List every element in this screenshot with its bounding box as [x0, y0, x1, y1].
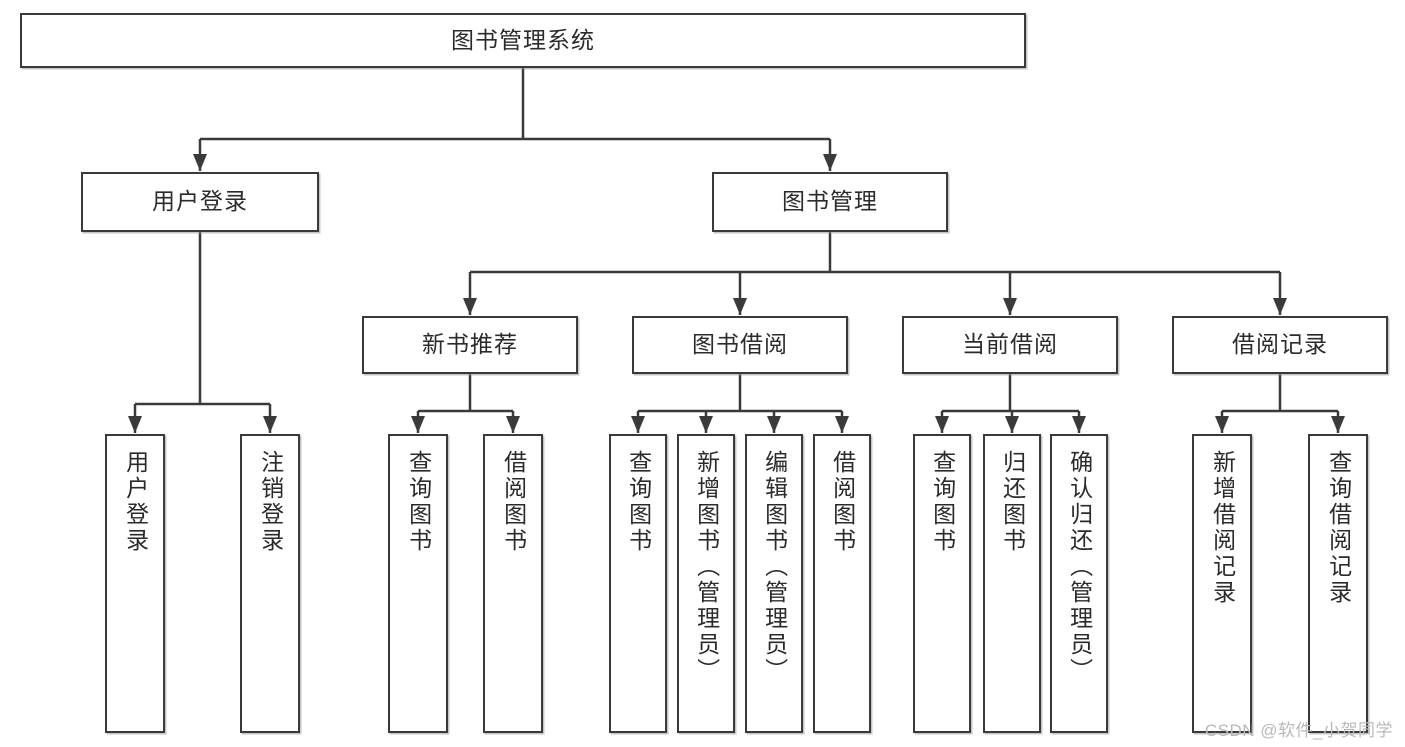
node-leaf-query-book-2[interactable]: 查询图书 [609, 434, 667, 733]
node-user-login[interactable]: 用户登录 [81, 172, 319, 232]
csdn-watermark: CSDN @软件_小贺同学 [1204, 721, 1393, 740]
node-leaf-user-login[interactable]: 用户登录 [105, 434, 165, 733]
node-current-borrow[interactable]: 当前借阅 [902, 316, 1118, 374]
node-leaf-edit-book-admin-label: 编辑图书（管理员） [761, 450, 788, 684]
node-new-book-recommend-label: 新书推荐 [422, 331, 518, 358]
node-borrow-record[interactable]: 借阅记录 [1172, 316, 1388, 374]
node-book-manage[interactable]: 图书管理 [712, 172, 948, 232]
node-leaf-query-book-1-label: 查询图书 [405, 450, 432, 554]
node-leaf-return-book-label: 归还图书 [999, 450, 1026, 554]
node-leaf-borrow-book-2-label: 借阅图书 [829, 450, 856, 554]
node-leaf-edit-book-admin[interactable]: 编辑图书（管理员） [745, 434, 803, 733]
node-new-book-recommend[interactable]: 新书推荐 [362, 316, 578, 374]
node-leaf-add-book-admin-label: 新增图书（管理员） [693, 450, 720, 684]
node-user-login-label: 用户登录 [152, 188, 248, 215]
node-leaf-add-borrow-record[interactable]: 新增借阅记录 [1192, 434, 1252, 733]
node-book-borrow[interactable]: 图书借阅 [632, 316, 848, 374]
node-leaf-user-login-label: 用户登录 [122, 450, 149, 554]
node-root-label: 图书管理系统 [451, 26, 595, 53]
node-leaf-query-book-2-label: 查询图书 [625, 450, 652, 554]
node-leaf-logout-login-label: 注销登录 [257, 450, 284, 554]
node-leaf-borrow-book-1-label: 借阅图书 [500, 450, 527, 554]
node-leaf-add-book-admin[interactable]: 新增图书（管理员） [677, 434, 735, 733]
node-leaf-borrow-book-2[interactable]: 借阅图书 [813, 434, 871, 733]
node-root[interactable]: 图书管理系统 [20, 13, 1026, 68]
node-leaf-confirm-return-admin-label: 确认归还（管理员） [1066, 450, 1093, 684]
node-leaf-query-borrow-record-label: 查询借阅记录 [1325, 450, 1352, 606]
node-current-borrow-label: 当前借阅 [962, 331, 1058, 358]
node-leaf-add-borrow-record-label: 新增借阅记录 [1209, 450, 1236, 606]
node-leaf-confirm-return-admin[interactable]: 确认归还（管理员） [1050, 434, 1108, 733]
node-leaf-query-book-1[interactable]: 查询图书 [388, 434, 448, 733]
node-leaf-query-book-3[interactable]: 查询图书 [913, 434, 971, 733]
node-leaf-query-book-3-label: 查询图书 [929, 450, 956, 554]
node-leaf-query-borrow-record[interactable]: 查询借阅记录 [1308, 434, 1368, 733]
node-leaf-borrow-book-1[interactable]: 借阅图书 [483, 434, 543, 733]
node-book-borrow-label: 图书借阅 [692, 331, 788, 358]
node-leaf-logout-login[interactable]: 注销登录 [240, 434, 300, 733]
node-borrow-record-label: 借阅记录 [1232, 331, 1328, 358]
node-leaf-return-book[interactable]: 归还图书 [983, 434, 1041, 733]
node-book-manage-label: 图书管理 [782, 188, 878, 215]
